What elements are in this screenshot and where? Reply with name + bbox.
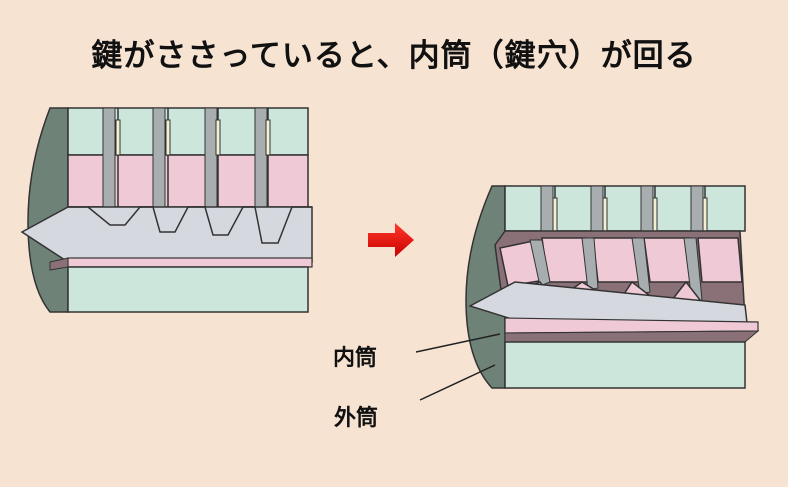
outer-cylinder-label: 外筒 — [334, 406, 379, 431]
page-title: 鍵がささっていると、内筒（鍵穴）が回る — [91, 38, 697, 74]
arrow-icon — [368, 223, 414, 257]
outer-cylinder-leader — [419, 364, 496, 401]
cylinder-after-rotation — [415, 185, 760, 401]
inner-cylinder-leader — [415, 333, 501, 353]
inner-cylinder-label: 内筒 — [333, 346, 378, 371]
cylinder-before-rotation — [20, 107, 313, 313]
